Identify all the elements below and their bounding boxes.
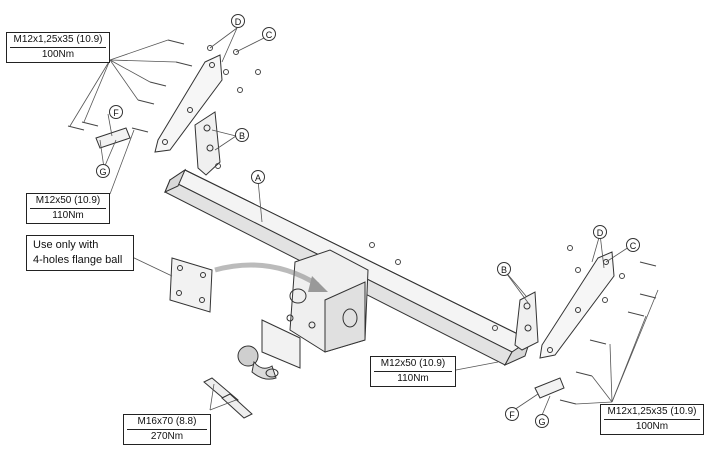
note-line-1: Use only with — [33, 239, 99, 251]
flange-ball-note: Use only with 4-holes flange ball — [26, 235, 134, 271]
torque-label: 110Nm — [52, 210, 84, 221]
callout-c-right: C — [626, 238, 640, 252]
callout-d-left: D — [231, 14, 245, 28]
left-side-bracket — [194, 111, 221, 176]
left-bolt-cluster — [67, 39, 261, 169]
right-side-bracket — [514, 291, 539, 351]
bolt-size-label: M16x70 (8.8) — [127, 416, 207, 430]
flange-plate — [169, 257, 213, 313]
spec-box-bottom-right: M12x1,25x35 (10.9) 100Nm — [600, 404, 704, 435]
callout-f-left: F — [109, 105, 123, 119]
note-line-2: 4-holes flange ball — [33, 254, 123, 266]
left-spacer-plate — [95, 127, 131, 149]
m16-bolts — [203, 377, 253, 419]
torque-label: 100Nm — [41, 49, 75, 60]
spec-box-center-right: M12x50 (10.9) 110Nm — [370, 356, 456, 387]
callout-a: A — [251, 170, 265, 184]
right-mounting-plate — [539, 251, 615, 359]
callout-g-right: G — [535, 414, 549, 428]
bolt-size-label: M12x50 (10.9) — [374, 358, 452, 372]
right-bolt-cluster — [369, 242, 657, 405]
callout-g-left: G — [96, 164, 110, 178]
bolt-size-label: M12x1,25x35 (10.9) — [604, 406, 700, 420]
spec-box-top-left: M12x1,25x35 (10.9) 100Nm — [6, 32, 110, 63]
install-arrow-head — [308, 276, 328, 292]
callout-f-right: F — [505, 407, 519, 421]
torque-label: 100Nm — [635, 421, 669, 432]
callout-b-right: B — [497, 262, 511, 276]
callout-c-left: C — [262, 27, 276, 41]
callout-b-left: B — [235, 128, 249, 142]
spec-box-mid-left: M12x50 (10.9) 110Nm — [26, 193, 110, 224]
spec-box-bottom-center: M16x70 (8.8) 270Nm — [123, 414, 211, 445]
install-arrow — [214, 262, 320, 288]
torque-label: 110Nm — [397, 373, 429, 384]
callout-d-right: D — [593, 225, 607, 239]
tow-ball-assembly — [237, 319, 301, 380]
bolt-size-label: M12x50 (10.9) — [30, 195, 106, 209]
torque-label: 270Nm — [150, 431, 184, 442]
right-spacer-plate — [534, 377, 565, 399]
leader-lines — [69, 27, 659, 421]
center-ball-mount-bracket — [286, 249, 369, 353]
bolt-size-label: M12x1,25x35 (10.9) — [10, 34, 106, 48]
left-mounting-plate — [154, 54, 223, 153]
